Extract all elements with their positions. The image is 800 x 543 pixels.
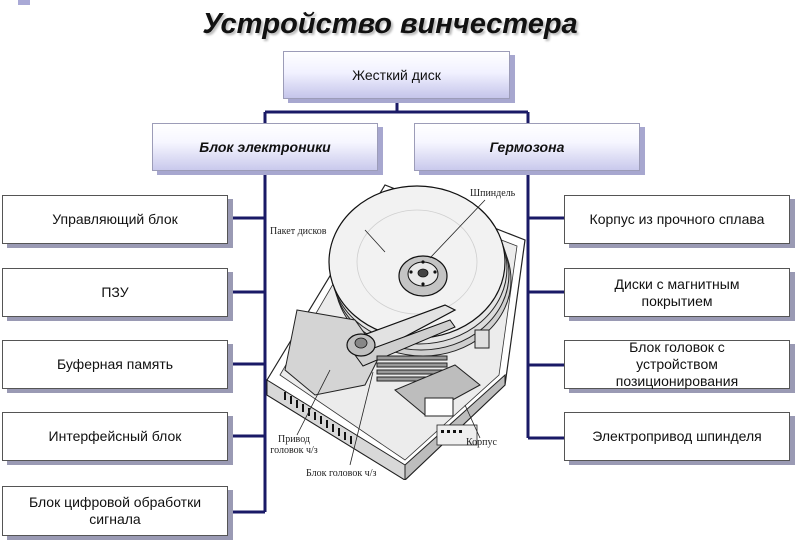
hard-drive-illustration (266, 184, 526, 480)
left-item-interface-unit: Интерфейсный блок (2, 412, 228, 461)
right-item-alloy-case: Корпус из прочного сплава (564, 195, 790, 244)
left-item-buffer-memory: Буферная память (2, 340, 228, 389)
left-item-rom: ПЗУ (2, 268, 228, 317)
corner-mark (18, 0, 30, 5)
left-item-control-unit: Управляющий блок (2, 195, 228, 244)
branch-hermozone-box: Гермозона (414, 123, 640, 171)
root-box: Жесткий диск (283, 51, 510, 99)
left-item-dsp-unit: Блок цифровой обработки сигнала (2, 486, 228, 536)
right-item-head-block: Блок головок с устройством позиционирова… (564, 339, 790, 389)
right-item-spindle-drive: Электропривод шпинделя (564, 412, 790, 461)
label-head-drive: Привод головок ч/з (270, 434, 318, 456)
right-item-magnetic-disks: Диски с магнитным покрытием (564, 268, 790, 317)
diagram-title: Устройство винчестера (202, 8, 578, 40)
branch-electronics-box: Блок электроники (152, 123, 378, 171)
label-disk-pack: Пакет дисков (270, 226, 327, 237)
label-case: Корпус (466, 437, 497, 448)
label-head-block: Блок головок ч/з (306, 468, 377, 479)
label-spindle: Шпиндель (470, 188, 516, 199)
